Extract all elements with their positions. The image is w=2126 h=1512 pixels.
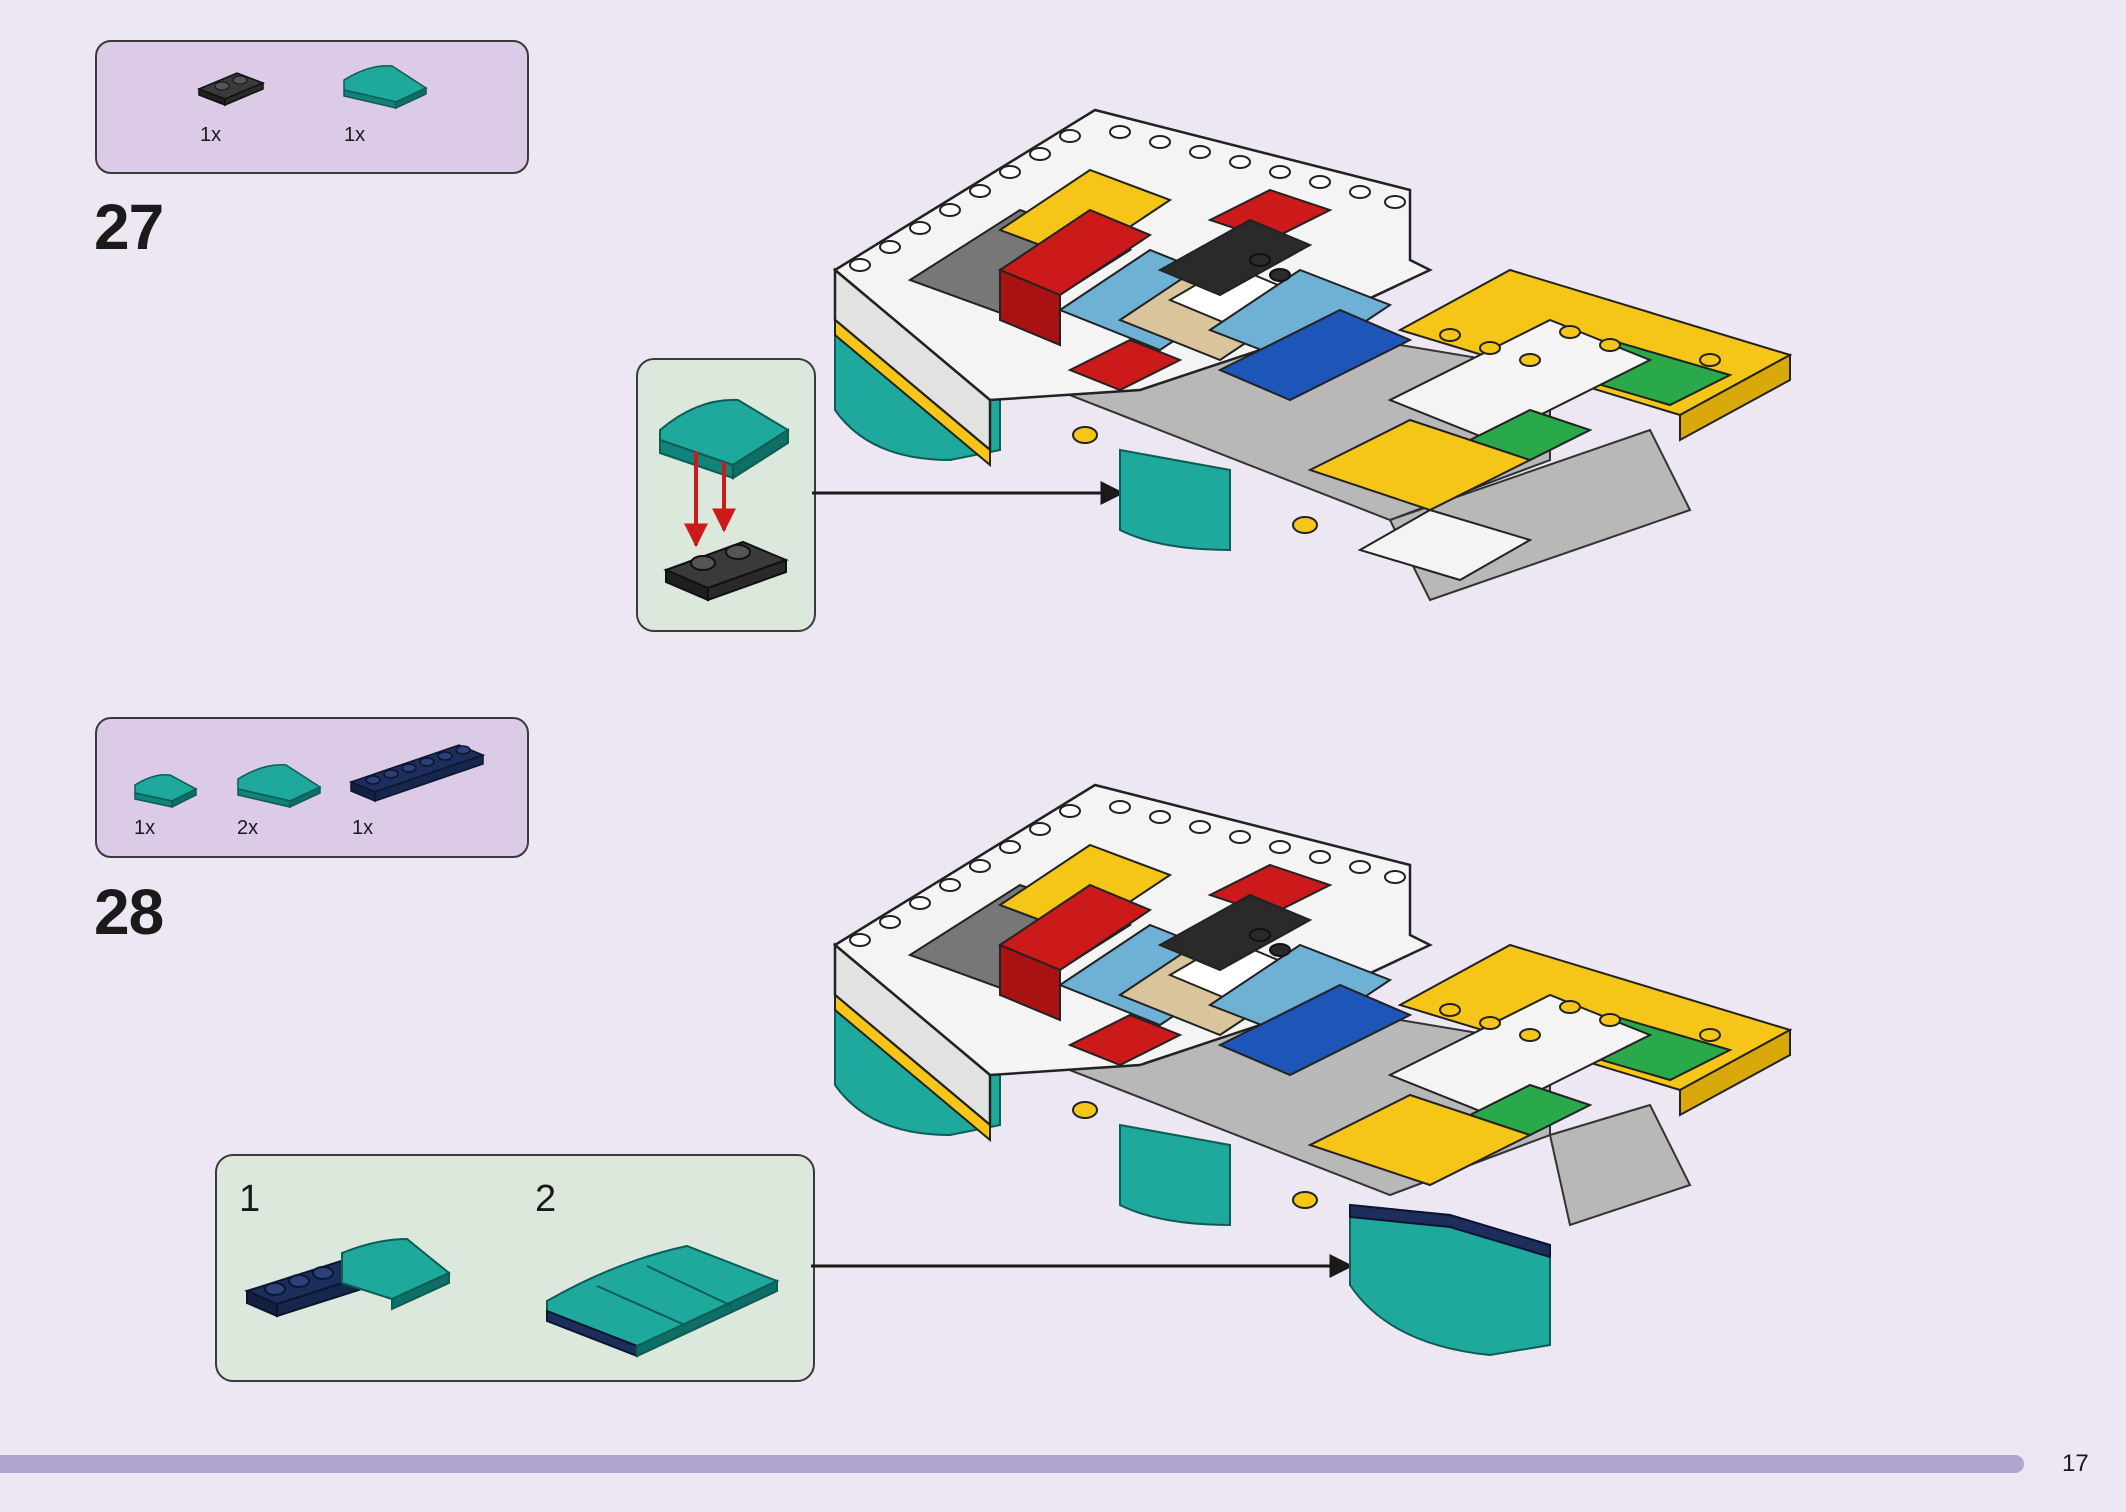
teal-curved-slope-icon — [343, 65, 428, 110]
callout-step-27 — [636, 358, 816, 632]
substep-2-assembly-icon — [546, 1244, 780, 1358]
vehicle-base-model-step-28 — [832, 783, 1793, 1357]
vehicle-base-model-step-27 — [832, 108, 1793, 602]
black-plate-1x2-icon — [197, 72, 266, 107]
part-qty: 2x — [237, 817, 259, 839]
part-qty: 1x — [200, 124, 222, 146]
substep-number: 1 — [239, 1178, 261, 1220]
teal-small-curved-slope-icon — [134, 773, 198, 809]
teal-curved-slope-icon — [237, 764, 322, 809]
callout-arrow — [811, 1254, 1354, 1278]
substep-1-assembly-icon — [244, 1237, 451, 1318]
callout-arrow — [812, 481, 1125, 505]
page-number: 17 — [2062, 1450, 2089, 1477]
step-number: 27 — [94, 191, 164, 263]
part-qty: 1x — [344, 124, 366, 146]
part-qty: 1x — [352, 817, 374, 839]
parts-list-step-28: 1x 2x 1x — [95, 717, 529, 858]
dark-blue-plate-1x6-icon — [348, 744, 486, 803]
part-qty: 1x — [134, 817, 156, 839]
teal-slope-onto-black-plate-icon — [659, 398, 790, 602]
parts-list-step-27: 1x 1x — [95, 40, 529, 174]
callout-step-28: 1 2 — [215, 1154, 815, 1382]
step-number: 28 — [94, 876, 164, 948]
progress-bar — [0, 1455, 2024, 1473]
substep-number: 2 — [535, 1178, 557, 1220]
